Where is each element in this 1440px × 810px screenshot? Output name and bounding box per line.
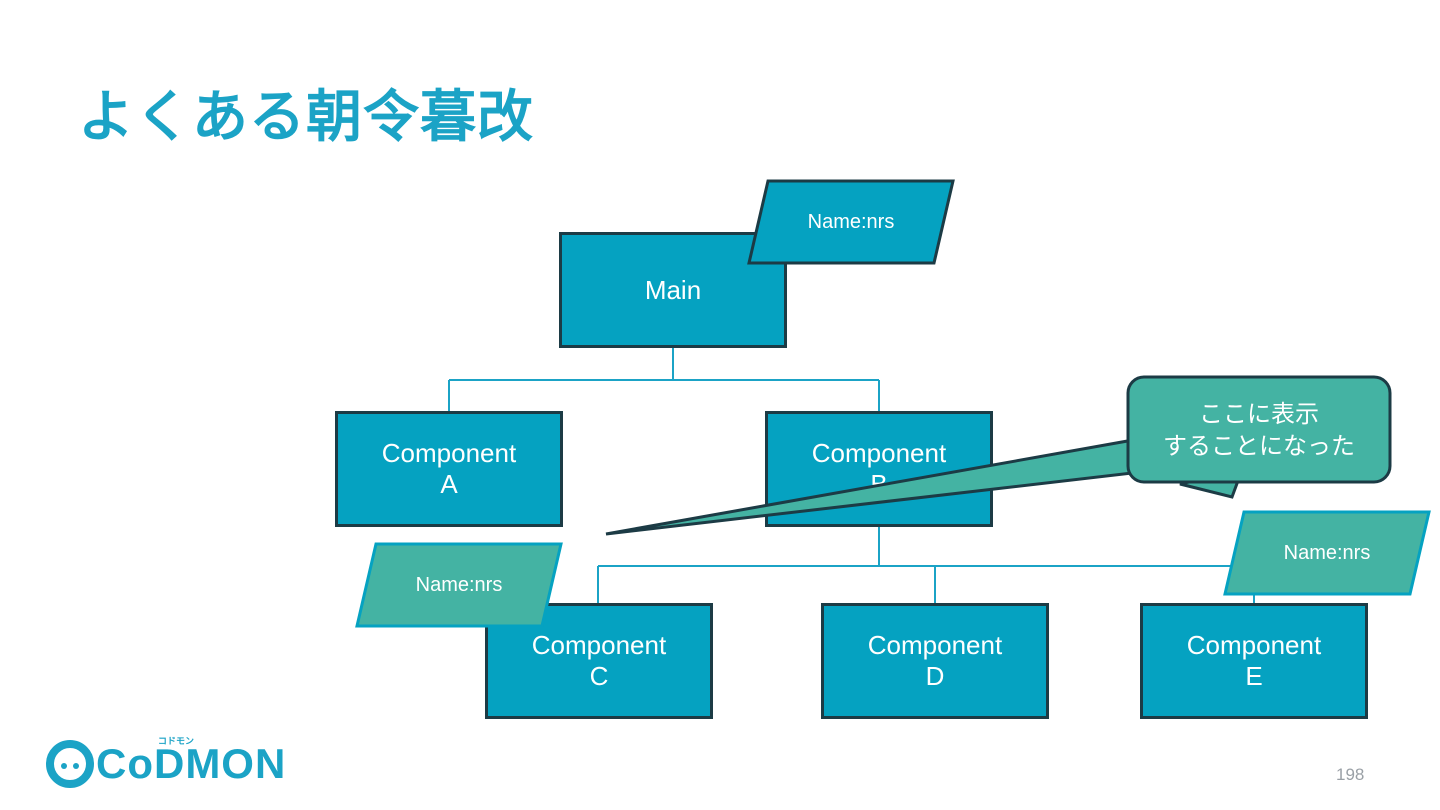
component-a-node: Component A [335,411,563,527]
slide-title: よくある朝令暮改 [78,85,534,150]
component-c-label-line2: C [589,661,609,691]
logo-text: CoDMON [96,740,287,787]
codmon-logo: CoDMON コドモン [46,736,286,792]
component-d-label-line2: D [925,661,945,691]
component-b-label-line1: Component [811,438,947,468]
callout-line1: ここに表示 [1199,400,1319,428]
parallelogram-shape [747,179,955,265]
component-a-label-line2: A [440,469,458,499]
component-c-label-line1: Component [531,630,667,660]
main-node-label: Main [644,274,702,305]
component-e-label-line1: Component [1186,630,1322,660]
name-tag-left-label: Name:nrs [415,573,503,596]
parallelogram-shape [1223,510,1431,596]
callout-line2: することになった [1163,432,1355,460]
component-a-label-line1: Component [381,438,517,468]
component-e-label-line2: E [1245,661,1263,691]
name-tag-main: Name:nrs [746,179,956,265]
parallelogram-shape [355,542,563,628]
logo-face-icon [46,740,94,788]
component-e-node: Component E [1140,603,1368,719]
page-number: 198 [1336,765,1365,784]
logo-small-text: コドモン [158,737,195,747]
main-node: Main [559,232,787,348]
name-tag-left: Name:nrs [354,542,564,628]
callout-text: ここに表示 することになった [1130,398,1388,462]
component-d-node: Component D [821,603,1049,719]
name-tag-right: Name:nrs [1222,510,1432,596]
name-tag-main-label: Name:nrs [807,210,895,233]
component-d-label-line1: Component [867,630,1003,660]
name-tag-right-label: Name:nrs [1283,541,1371,564]
